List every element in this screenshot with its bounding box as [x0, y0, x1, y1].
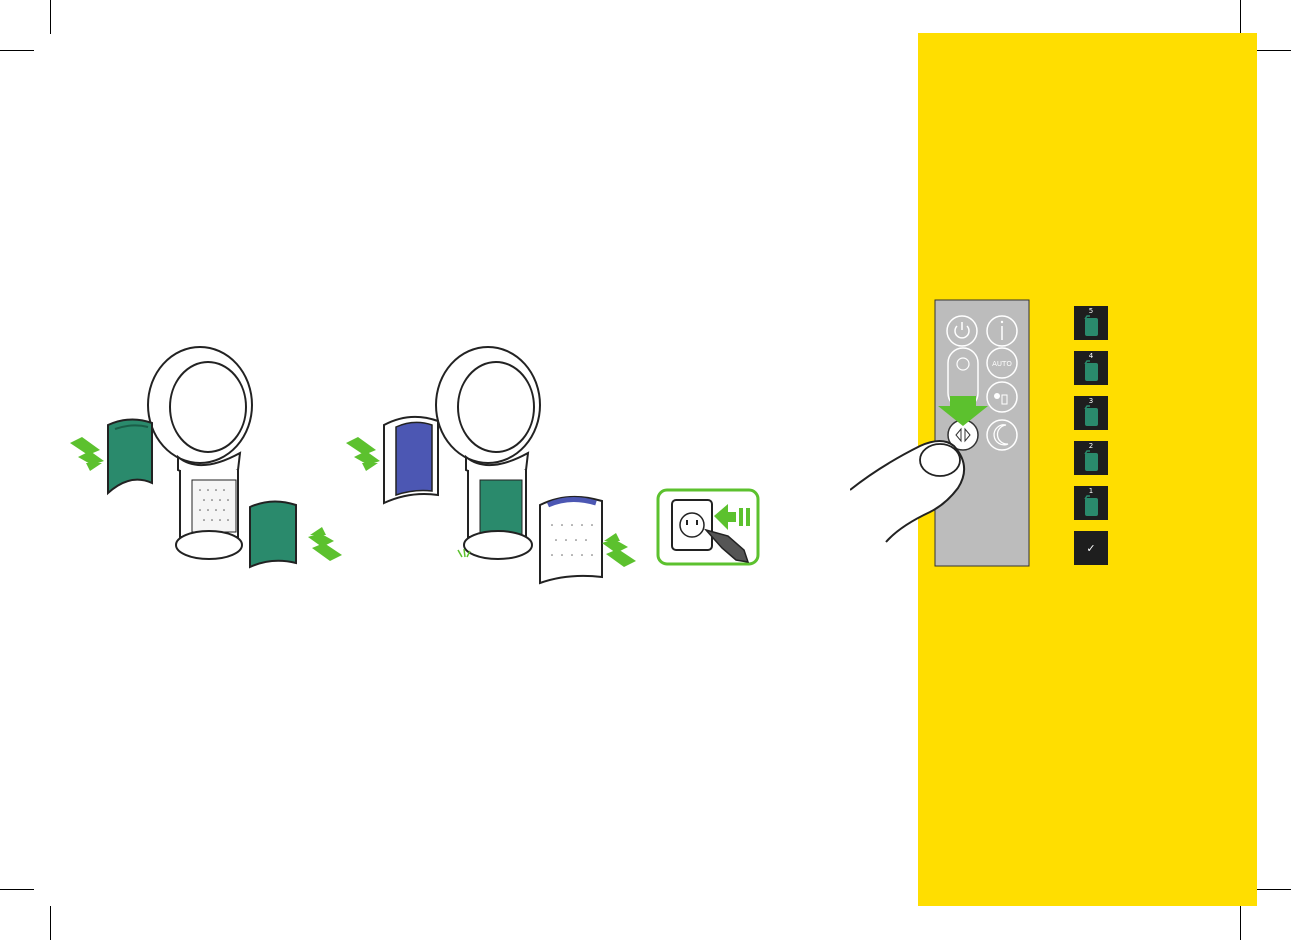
crop-mark	[50, 906, 51, 940]
plug-in-power-icon	[656, 488, 760, 566]
crop-mark	[1240, 0, 1241, 34]
filter-icon	[1074, 396, 1108, 430]
countdown-step-3: 3	[1074, 396, 1108, 430]
filter-icon	[1074, 306, 1108, 340]
reset-complete-check-icon: ✓	[1074, 531, 1108, 565]
remove-carbon-filters-illustration	[60, 345, 350, 575]
crop-mark	[0, 889, 34, 890]
crop-mark	[0, 50, 34, 51]
countdown-step-5: 5	[1074, 306, 1108, 340]
crop-mark	[1257, 889, 1291, 890]
crop-mark	[50, 0, 51, 34]
countdown-step-2: 2	[1074, 441, 1108, 475]
auto-label: AUTO	[992, 360, 1012, 368]
remote-control-illustration: AUTO	[850, 298, 1040, 568]
filter-icon	[1074, 441, 1108, 475]
countdown-step-4: 4	[1074, 351, 1108, 385]
countdown-step-1: 1	[1074, 486, 1108, 520]
crop-mark	[1240, 906, 1241, 940]
filter-reset-countdown: 5 4 3 2 1 ✓	[1074, 306, 1108, 576]
filter-icon	[1074, 486, 1108, 520]
remove-hepa-filters-illustration	[340, 345, 650, 585]
crop-mark	[1257, 50, 1291, 51]
filter-icon	[1074, 351, 1108, 385]
